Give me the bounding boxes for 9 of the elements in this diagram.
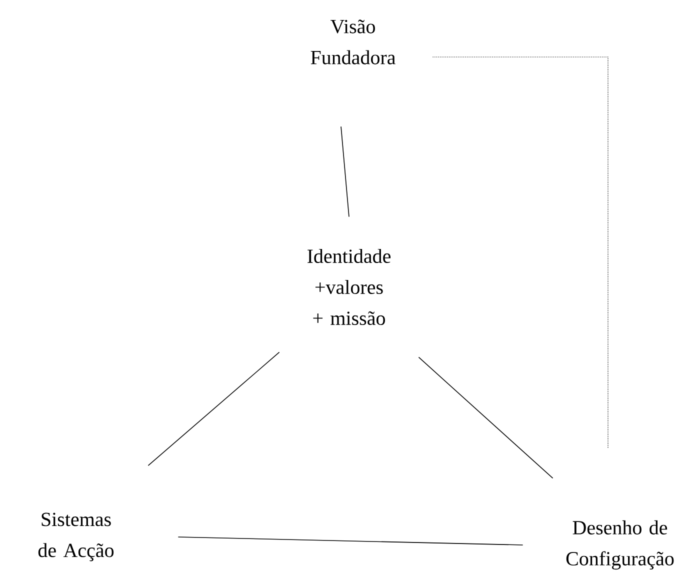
connector-line xyxy=(148,352,280,466)
concept-label: Visão Fundadora xyxy=(310,20,396,64)
concept-label: Identidade +valores + missão xyxy=(308,248,391,326)
connector-line xyxy=(340,126,350,218)
concept-label: Sistemas de Acção xyxy=(38,512,114,562)
connector-line xyxy=(432,56,608,448)
connector-line xyxy=(418,356,554,479)
concept-label: Desenho de Configuração xyxy=(566,520,674,570)
connector-line xyxy=(178,536,524,546)
